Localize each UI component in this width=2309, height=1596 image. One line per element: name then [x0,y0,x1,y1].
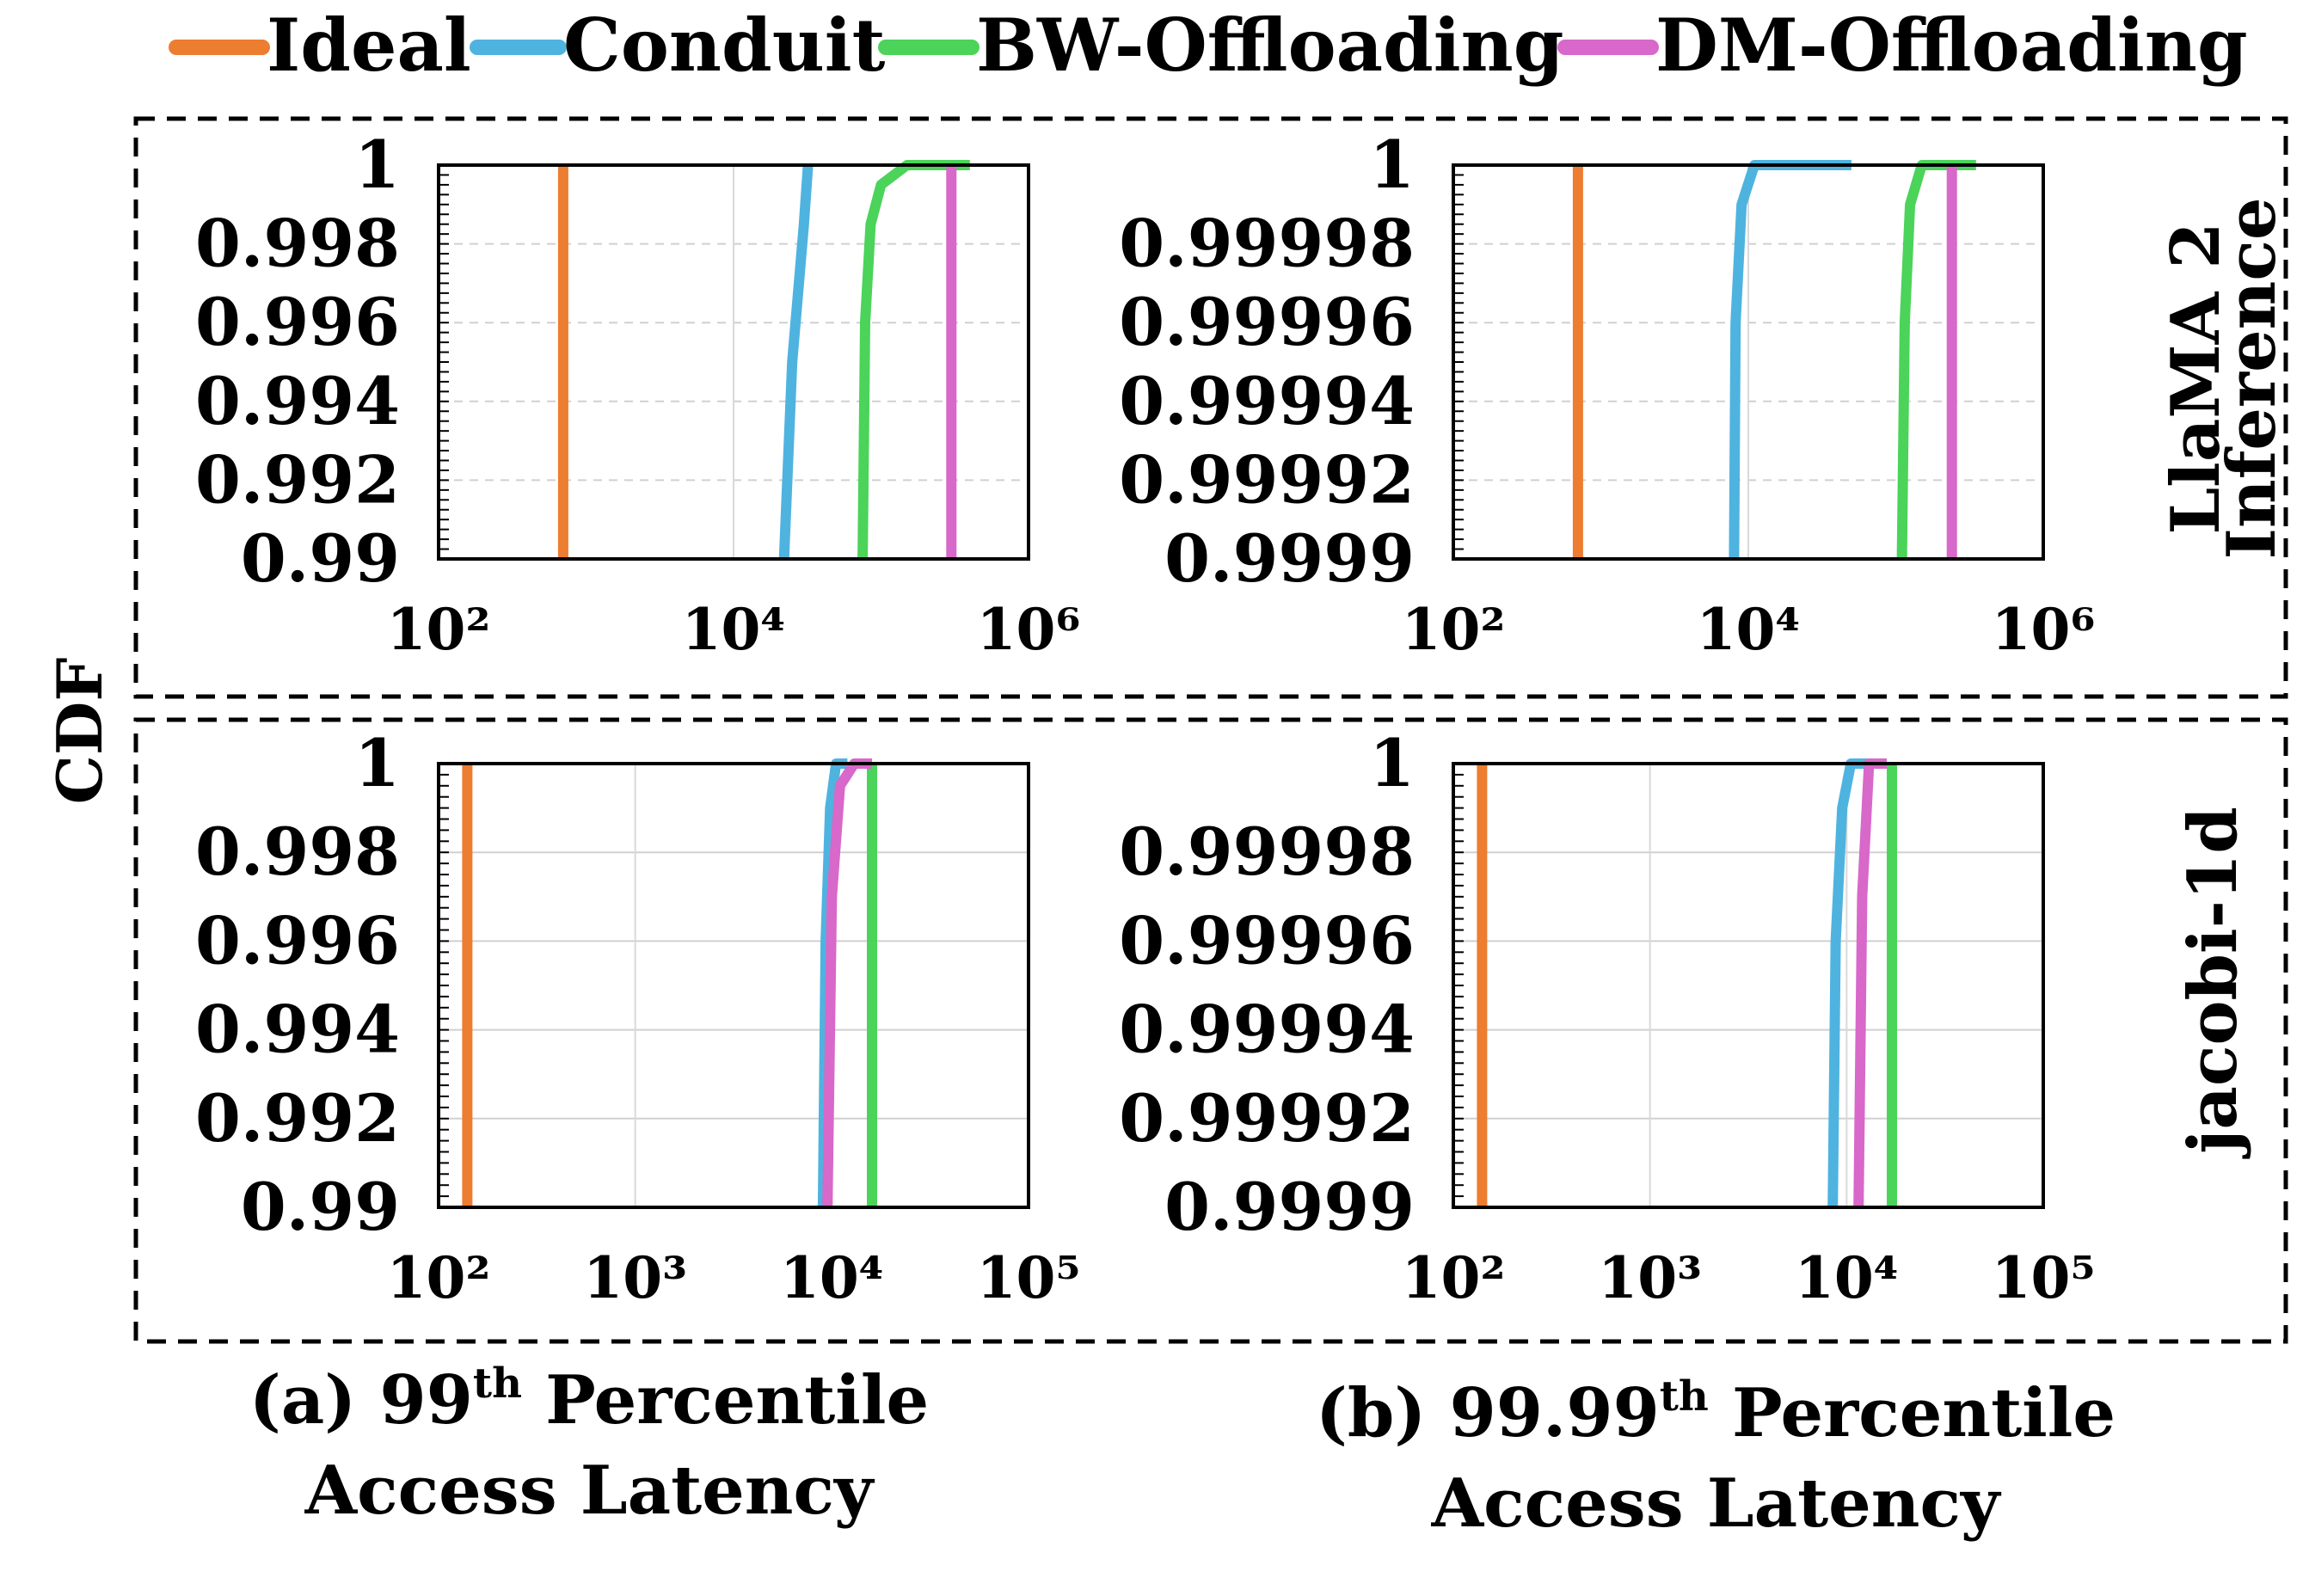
plot-frame [1452,163,2045,561]
y-tick-label: 1 [354,725,400,801]
y-tick-label: 0.992 [195,441,400,518]
legend-label-conduit: Conduit [563,3,886,88]
x-tick-label: 10³ [1598,1244,1702,1311]
panel-jacobi-p99: 0.99 0.992 0.994 0.996 0.998 1 10² 10³ 10⁴ 10⁵ [195,725,1080,1311]
caption-b: (b) 99.99th Percentile Access Latency [1316,1372,2116,1543]
y-tick-label: 0.998 [195,206,400,282]
x-tick-label: 10² [387,596,491,663]
x-tick-label: 10⁵ [977,1244,1081,1311]
x-tick-label: 10² [1402,596,1506,663]
x-tick-label: 10⁶ [1992,596,2096,663]
y-tick-label: 0.996 [195,902,400,979]
y-tick-label: 0.994 [195,363,400,439]
caption-b-line1: (b) 99.99th Percentile [1316,1372,2116,1452]
row-label-llama: LlaMA 2 Inference [2157,198,2291,560]
y-tick-label: 0.99998 [1119,206,1415,282]
y-tick-label: 0.998 [195,813,400,890]
caption-b-line2: Access Latency [1431,1464,2002,1543]
y-tick-label: 1 [354,126,400,203]
y-tick-label: 1 [1369,725,1415,801]
y-tick-label: 0.99 [241,1169,400,1245]
x-tick-label: 10² [1402,1244,1506,1311]
x-tick-label: 10⁵ [1992,1244,2096,1311]
caption-a-line2: Access Latency [304,1452,875,1530]
x-tick-label: 10⁶ [977,596,1081,663]
series-conduit [1729,160,1851,560]
x-tick-label: 10⁴ [780,1244,884,1311]
x-tick-label: 10² [387,1244,491,1311]
y-tick-label: 0.99992 [1119,1080,1415,1157]
caption-b-prefix: (b) 99.99 [1316,1374,1660,1452]
y-tick-label: 0.99992 [1119,441,1415,518]
y-axis-label: CDF [43,658,116,805]
y-tick-label: 0.99998 [1119,813,1415,890]
caption-a-line1: (a) 99th Percentile [249,1360,929,1439]
y-tick-label: 0.99 [241,520,400,597]
legend: Ideal Conduit BW-Offloading DM-Offloadin… [169,3,2248,88]
caption-b-rest: Percentile [1709,1374,2116,1452]
y-tick-label: 0.9999 [1164,520,1415,597]
plot-frame [1452,762,2045,1209]
series-dm-offloading [1853,758,1887,1208]
y-tick-label: 1 [1369,126,1415,203]
x-tick-label: 10⁴ [1795,1244,1899,1311]
legend-label-dm-offloading: DM-Offloading [1655,3,2248,88]
y-tick-label: 0.994 [195,991,400,1068]
panel-jacobi-p9999: 0.9999 0.99992 0.99994 0.99996 0.99998 1 10² 10… [1119,725,2095,1311]
row-label-llama-line1: LlaMA 2 [2157,222,2235,534]
caption-a-prefix: (a) 99 [249,1361,473,1439]
x-tick-label: 10³ [583,1244,687,1311]
plot-frame [437,163,1030,561]
caption-a-sup: th [473,1360,522,1408]
caption-b-sup: th [1660,1372,1709,1421]
y-tick-label: 0.9999 [1164,1169,1415,1245]
y-tick-label: 0.99994 [1119,991,1415,1068]
legend-label-bw-offloading: BW-Offloading [976,3,1563,88]
caption-a: (a) 99th Percentile Access Latency [249,1360,929,1530]
group-box-jacobi [133,717,2288,1344]
x-tick-label: 10⁴ [682,596,786,663]
y-tick-label: 0.99994 [1119,363,1415,439]
row-label-jacobi: jacobi-1d [2174,807,2252,1159]
series-dm-offloading [822,758,872,1208]
x-tick-label: 10⁴ [1697,596,1801,663]
y-tick-label: 0.99996 [1119,284,1415,360]
legend-label-ideal: Ideal [267,3,471,88]
y-tick-label: 0.996 [195,284,400,360]
y-tick-label: 0.99996 [1119,902,1415,979]
plot-frame [437,762,1030,1209]
caption-a-rest: Percentile [522,1361,929,1439]
row-label-llama-line2: Inference [2213,198,2291,560]
series-conduit [778,164,814,560]
series-bw-offloading [1896,160,1976,560]
y-tick-label: 0.992 [195,1080,400,1157]
